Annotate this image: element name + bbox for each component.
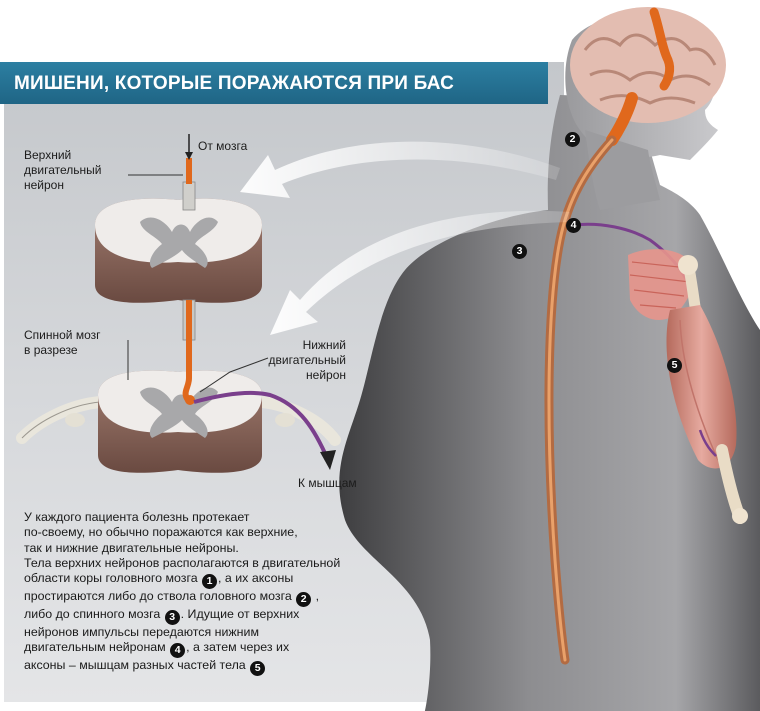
title-banner [0, 62, 548, 104]
arrow-upper [240, 141, 560, 198]
badge-3: 3 [164, 610, 180, 626]
badge-1: 1 [202, 574, 218, 590]
page-title: МИШЕНИ, КОТОРЫЕ ПОРАЖАЮТСЯ ПРИ БАС [14, 73, 455, 94]
brain [570, 7, 726, 123]
label-from-brain: От мозга [198, 139, 248, 153]
badge-2: 2 [296, 592, 312, 608]
label-cord-section: Спинной мозг в разрезе [24, 328, 101, 357]
marker-5: 5 [667, 358, 682, 373]
leader-lower [199, 357, 269, 393]
badge-5: 5 [250, 661, 266, 677]
motor-cortex [649, 7, 675, 91]
label-lower-neuron: Нижний двигательный нейрон [268, 338, 346, 382]
upper-cord-section [95, 134, 262, 341]
badge-4: 4 [170, 643, 186, 659]
marker-4: 4 [566, 218, 581, 233]
label-upper-neuron: Верхний двигательный нейрон [24, 148, 102, 192]
arm-muscle [666, 305, 737, 469]
arrow-lower [270, 210, 570, 335]
lower-cord-section [16, 340, 341, 473]
lower-axon [193, 391, 330, 461]
label-to-muscles: К мышцам [298, 476, 357, 490]
marker-3: 3 [512, 244, 527, 259]
marker-2: 2 [565, 132, 580, 147]
description-text: У каждого пациента болезнь протекает по-… [24, 510, 341, 677]
